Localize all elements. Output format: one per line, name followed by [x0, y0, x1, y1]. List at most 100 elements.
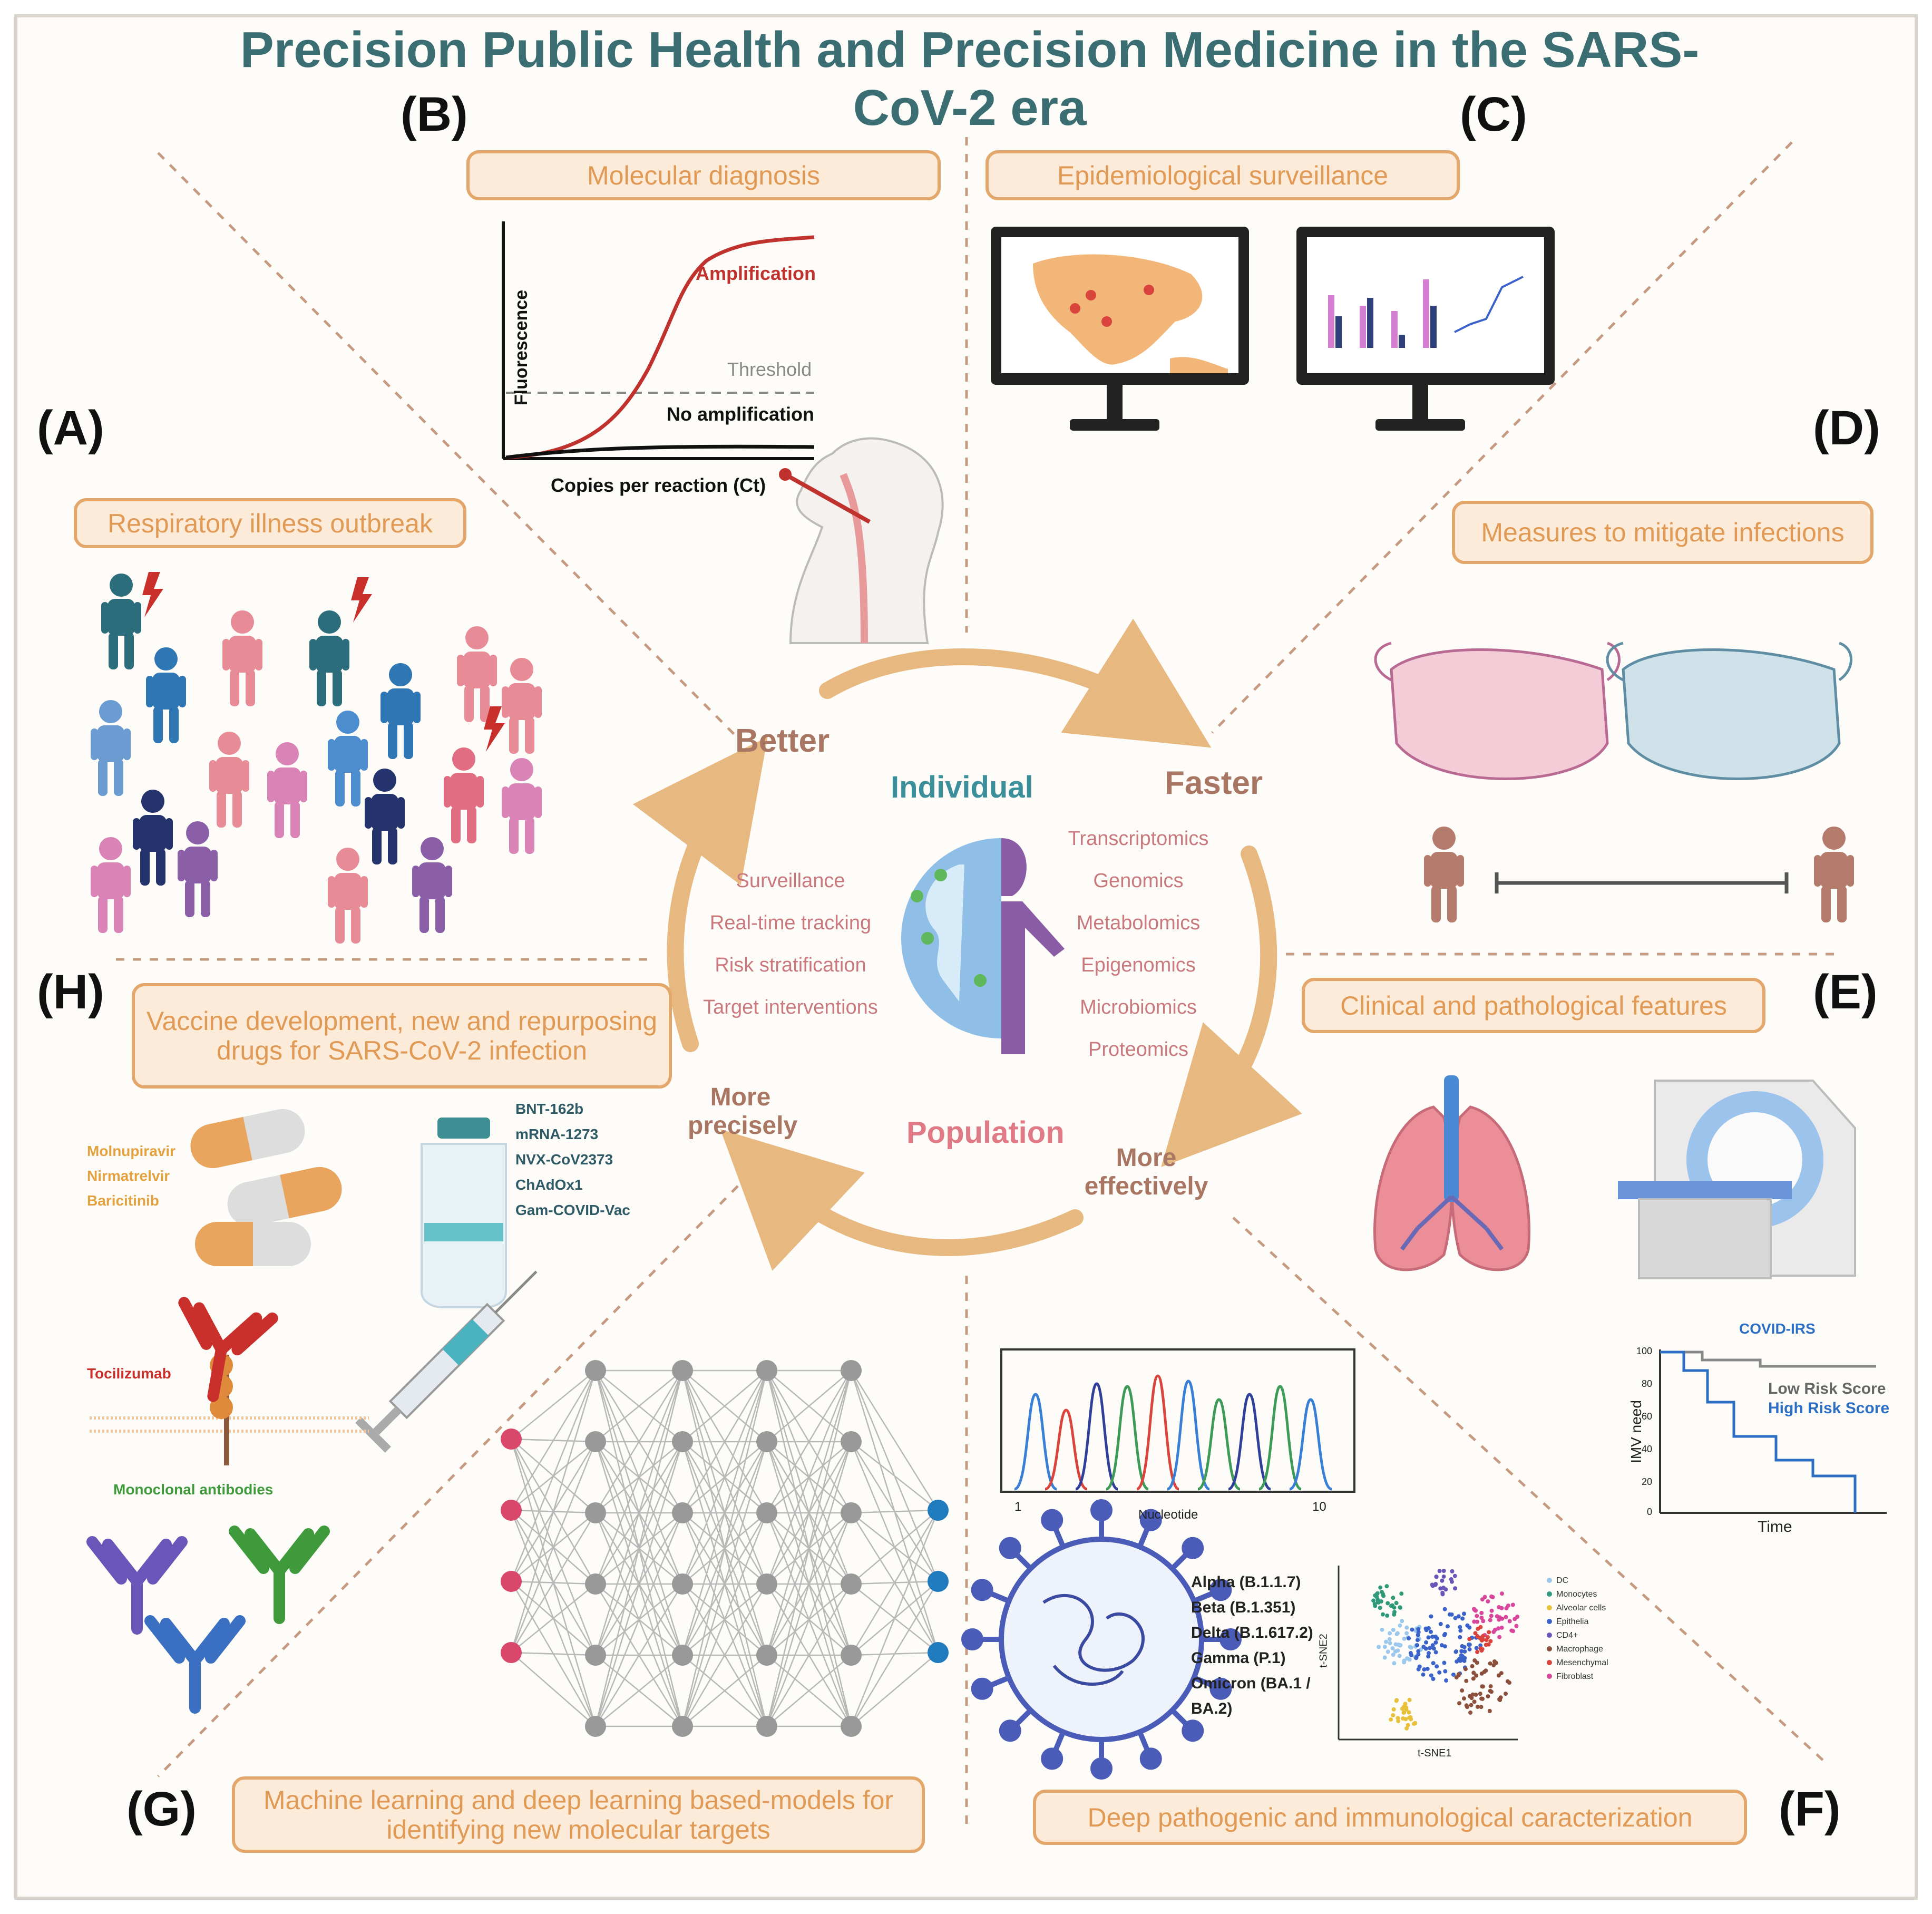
- pcr-amplification-label: Amplification: [696, 263, 816, 284]
- vaccine-label: NVX-CoV2373: [515, 1151, 613, 1168]
- vaccine-label: Gam-COVID-Vac: [515, 1202, 630, 1218]
- tsne-xlabel: t-SNE1: [1418, 1747, 1452, 1759]
- box-machine-learning: Machine learning and deep learning based…: [232, 1776, 925, 1853]
- nn-node: [841, 1573, 862, 1595]
- nn-node: [928, 1500, 949, 1521]
- chromatogram-peak: [1013, 1393, 1058, 1491]
- omics-item: Epigenomics: [1081, 954, 1196, 976]
- virus-spike: [1209, 1677, 1232, 1700]
- cycle-better: Better: [735, 723, 830, 759]
- virus-spike: [1182, 1719, 1204, 1742]
- left-item: Risk stratification: [715, 954, 866, 976]
- km-ytick: 60: [1642, 1411, 1653, 1422]
- omics-item: Genomics: [1093, 870, 1184, 892]
- nn-node: [672, 1573, 693, 1595]
- pcr-ylabel: Fluorescence: [511, 289, 532, 406]
- box-mitigation-measures: Measures to mitigate infections: [1452, 501, 1874, 564]
- chromatogram-peak: [1197, 1398, 1241, 1491]
- omics-item: Microbiomics: [1080, 996, 1197, 1018]
- nn-node: [928, 1642, 949, 1663]
- nn-node: [585, 1716, 606, 1737]
- drug-label: Molnupiravir: [87, 1143, 176, 1159]
- nn-node: [672, 1716, 693, 1737]
- cycle-arrows: [632, 618, 1302, 1271]
- km-ytick: 80: [1642, 1378, 1653, 1389]
- virus-spike: [999, 1719, 1021, 1742]
- virus-spike: [1139, 1747, 1162, 1770]
- box-epidemiological-surveillance: Epidemiological surveillance: [985, 150, 1460, 200]
- nn-node: [841, 1502, 862, 1523]
- antibodies-label: Monoclonal antibodies: [113, 1481, 274, 1498]
- nn-node: [585, 1645, 606, 1666]
- tsne-legend-item: Mesenchymal: [1547, 1658, 1608, 1668]
- tsne-legend-item: Fibroblast: [1547, 1672, 1593, 1682]
- chromatogram-peak: [1166, 1379, 1211, 1491]
- omics-item: Metabolomics: [1076, 912, 1201, 934]
- drug-label: Nirmatrelvir: [87, 1168, 170, 1184]
- nn-node: [756, 1573, 777, 1595]
- virus-spike: [1139, 1509, 1162, 1531]
- cycle-more-effectively: More effectively: [1084, 1144, 1208, 1200]
- box-respiratory-outbreak: Respiratory illness outbreak: [74, 498, 466, 548]
- tsne-ylabel: t-SNE2: [1318, 1634, 1330, 1668]
- mri-scanner: [1618, 1080, 1856, 1279]
- km-curve: [1659, 1349, 1887, 1514]
- virus-spike: [1219, 1628, 1242, 1650]
- tsne-legend-item: Macrophage: [1547, 1645, 1603, 1654]
- cycle-more-precisely: More precisely: [688, 1083, 798, 1140]
- seq-tick-max: 10: [1312, 1500, 1326, 1514]
- legend-dot-icon: [1547, 1619, 1552, 1624]
- virus-spike: [971, 1677, 993, 1700]
- globe-individual: [901, 838, 1065, 1054]
- virus-spike: [1090, 1499, 1113, 1521]
- nn-node: [672, 1431, 693, 1452]
- km-low-risk: Low Risk Score: [1768, 1380, 1886, 1397]
- tocilizumab-label: Tocilizumab: [87, 1365, 171, 1382]
- chromatogram-peak: [1227, 1393, 1272, 1491]
- nn-node: [841, 1360, 862, 1381]
- variant-label: Gamma (P.1): [1191, 1649, 1286, 1667]
- tsne-legend-item: Alveolar cells: [1547, 1604, 1606, 1613]
- panel-letter-g: (G): [126, 1782, 197, 1836]
- figure-title: Precision Public Health and Precision Me…: [240, 22, 1700, 136]
- km-ytick: 0: [1647, 1507, 1653, 1517]
- legend-dot-icon: [1547, 1605, 1552, 1610]
- nn-node: [672, 1360, 693, 1381]
- legend-dot-icon: [1547, 1578, 1552, 1583]
- nn-node: [841, 1431, 862, 1452]
- km-ytick: 100: [1636, 1346, 1653, 1356]
- nn-node: [756, 1431, 777, 1452]
- nn-node: [501, 1642, 522, 1663]
- nn-node: [841, 1716, 862, 1737]
- box-pathogenic-characterization: Deep pathogenic and immunological caract…: [1033, 1790, 1747, 1845]
- nn-node: [501, 1571, 522, 1592]
- variant-label: Delta (B.1.617.2): [1191, 1624, 1313, 1641]
- pcr-no-amplification-label: No amplification: [667, 403, 815, 425]
- omics-item: Proteomics: [1088, 1038, 1189, 1061]
- drug-label: Baricitinib: [87, 1192, 159, 1209]
- chromatogram-peak: [1045, 1408, 1088, 1491]
- legend-dot-icon: [1547, 1591, 1552, 1597]
- nn-node: [585, 1502, 606, 1523]
- pcr-threshold-label: Threshold: [727, 358, 812, 380]
- panel-letter-a: (A): [37, 401, 104, 455]
- panel-letter-c: (C): [1460, 88, 1527, 141]
- virus-spike: [999, 1537, 1021, 1559]
- vaccine-label: BNT-162b: [515, 1101, 584, 1117]
- variant-label: BA.2): [1191, 1700, 1233, 1717]
- seq-xlabel: Nucleotide: [1138, 1508, 1198, 1522]
- nn-node: [841, 1645, 862, 1666]
- virus-spike: [1041, 1509, 1063, 1531]
- map-monitor: [991, 227, 1249, 431]
- panel-letter-e: (E): [1813, 965, 1878, 1019]
- km-high-risk: High Risk Score: [1768, 1400, 1890, 1417]
- pill-capsules: [190, 1109, 342, 1266]
- nn-node: [585, 1360, 606, 1381]
- legend-dot-icon: [1547, 1660, 1552, 1665]
- virus-spike: [1182, 1537, 1204, 1559]
- pcr-xlabel: Copies per reaction (Ct): [551, 474, 766, 496]
- virus-spike: [1209, 1579, 1232, 1601]
- sequencing-chromatogram: [1000, 1348, 1355, 1493]
- legend-dot-icon: [1547, 1633, 1552, 1638]
